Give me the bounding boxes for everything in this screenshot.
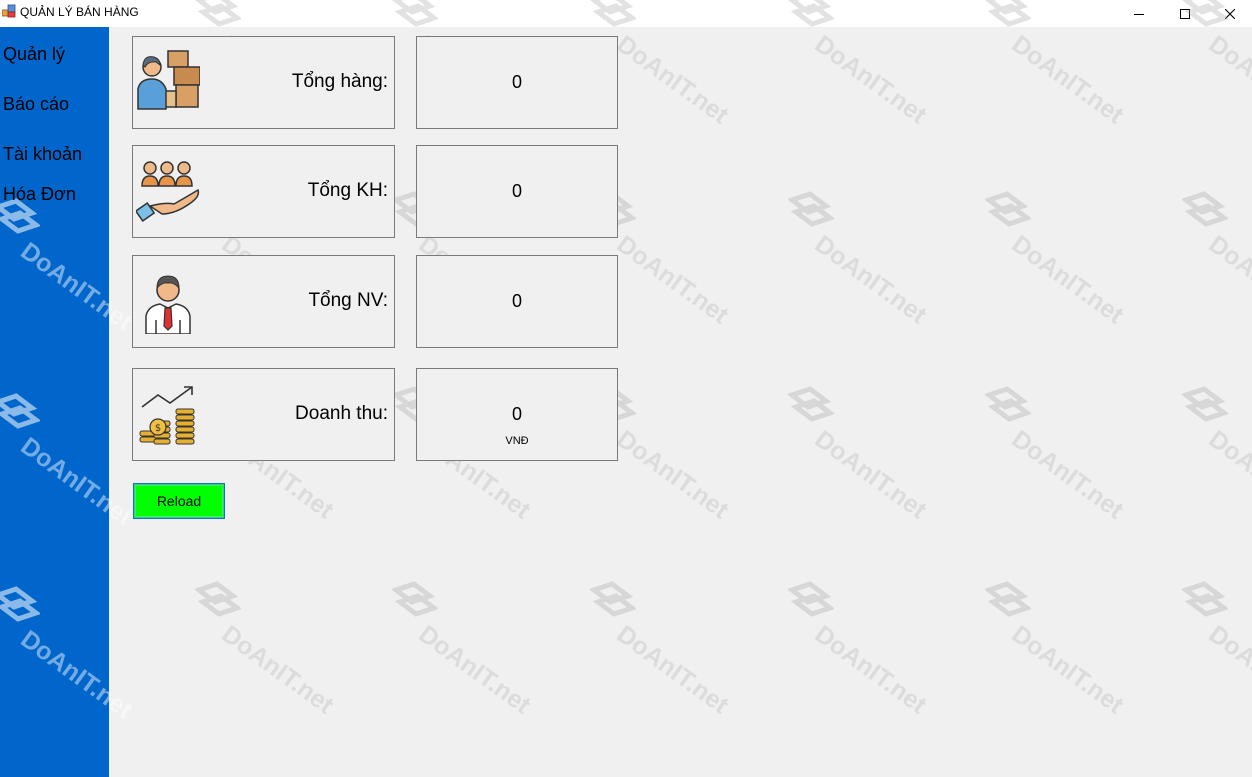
stat-value-panel-revenue: 0 VNĐ <box>416 368 618 461</box>
stat-value: 0 <box>511 291 522 311</box>
maximize-button[interactable] <box>1162 0 1208 27</box>
sidebar-item-bao-cao[interactable]: Báo cáo <box>3 94 70 114</box>
sidebar: DoAnIT.net DoAnIT.net DoAnIT.net Quản lý… <box>0 27 138 777</box>
stat-label-panel-employees: Tổng NV: <box>132 255 395 348</box>
currency-unit: VNĐ <box>505 435 529 447</box>
revenue-coins-icon: $ <box>139 386 195 445</box>
close-button[interactable] <box>1207 0 1252 27</box>
stat-label-panel-customers: Tổng KH: <box>132 145 395 238</box>
app-icon <box>2 4 16 18</box>
stat-label: Doanh thu: <box>295 403 388 424</box>
stat-value-panel-employees: 0 <box>416 255 618 348</box>
employee-icon <box>145 275 191 334</box>
close-icon <box>1225 8 1235 19</box>
stat-value: 0 <box>511 404 522 424</box>
stat-value-panel-customers: 0 <box>416 145 618 238</box>
stat-label: Tổng hàng: <box>291 71 388 92</box>
stat-label-panel-revenue: $ Doanh thu: <box>132 368 395 461</box>
minimize-icon <box>1134 13 1144 15</box>
maximize-icon <box>1180 8 1190 19</box>
title-bar: QUẢN LÝ BÁN HÀNG <box>0 0 1252 27</box>
boxes-person-icon <box>137 50 200 110</box>
stat-label: Tổng NV: <box>308 290 388 311</box>
svg-text:$: $ <box>155 423 161 434</box>
window-title: QUẢN LÝ BÁN HÀNG <box>20 5 139 19</box>
sidebar-item-tai-khoan[interactable]: Tài khoản <box>3 144 83 164</box>
reload-button[interactable]: Reload <box>133 483 225 519</box>
customers-hand-icon <box>136 161 200 222</box>
stat-value: 0 <box>511 72 522 92</box>
sidebar-item-hoa-don[interactable]: Hóa Đơn <box>3 184 76 204</box>
stat-label: Tổng KH: <box>307 180 388 201</box>
minimize-button[interactable] <box>1116 0 1162 27</box>
sidebar-item-quan-ly[interactable]: Quản lý <box>3 44 66 64</box>
stat-value: 0 <box>511 181 522 201</box>
stat-value-panel-products: 0 <box>416 36 618 129</box>
stat-label-panel-products: Tổng hàng: <box>132 36 395 129</box>
